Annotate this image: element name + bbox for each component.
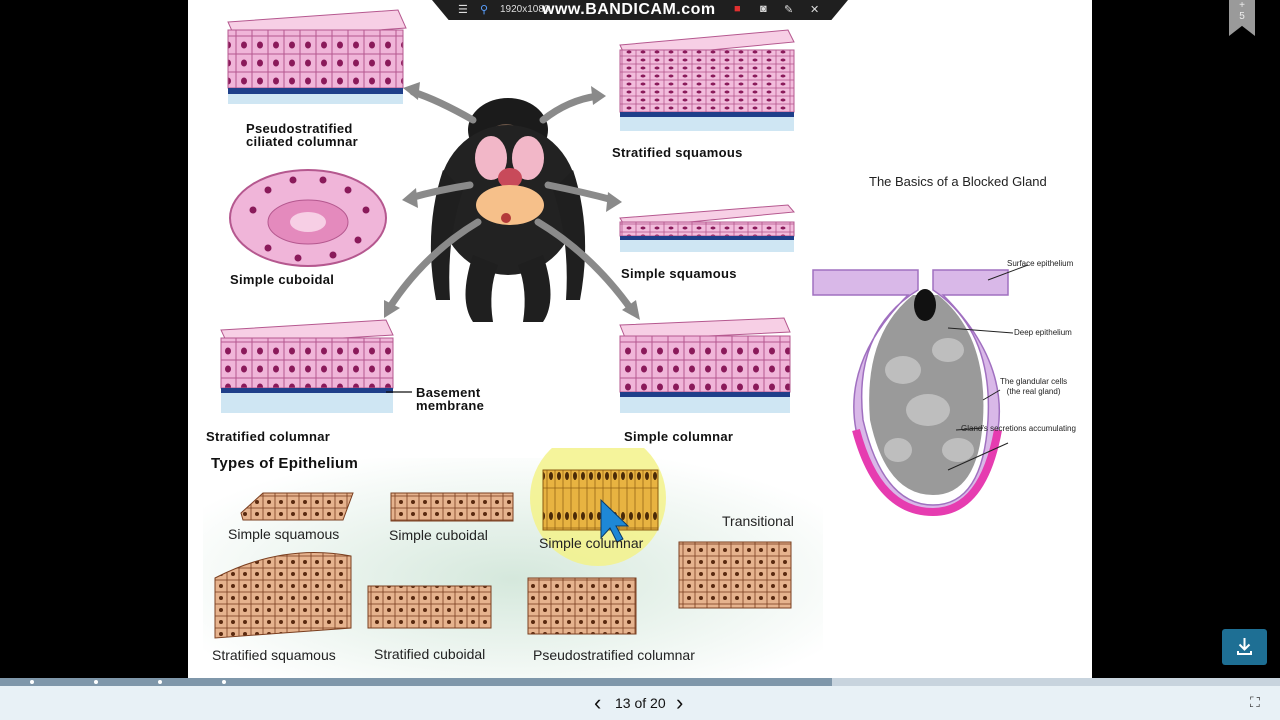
camera-icon[interactable]: ◙ <box>760 3 767 15</box>
label-simple-squamous: Simple squamous <box>621 267 737 280</box>
bandicam-watermark: www.BANDICAM.com <box>542 1 716 19</box>
label-type-pseudostratified-columnar: Pseudostratified columnar <box>533 647 695 663</box>
page-navigator: ‹ 13 of 20 › <box>590 694 690 714</box>
chimpanzee-illustration <box>431 98 585 322</box>
bookmark-plus-icon: + <box>1229 0 1255 11</box>
viewer-bottom-bar: ‹ 13 of 20 › ⛶ <box>0 686 1280 720</box>
block-simple-columnar <box>620 318 790 413</box>
slide-progress-bar[interactable] <box>0 678 1280 686</box>
label-stratified-squamous: Stratified squamous <box>612 146 743 159</box>
label-stratified-columnar: Stratified columnar <box>206 430 330 443</box>
block-pseudostratified <box>228 10 406 104</box>
label-type-stratified-squamous: Stratified squamous <box>212 647 336 663</box>
progress-marker[interactable] <box>30 680 34 684</box>
close-icon[interactable]: ✕ <box>810 3 819 16</box>
gland-label-surface: Surface epithelium <box>1007 259 1073 269</box>
label-type-stratified-cuboidal: Stratified cuboidal <box>374 646 485 662</box>
record-icon[interactable]: ■ <box>734 3 741 15</box>
gland-label-cells-line2: (the real gland) <box>1000 387 1067 397</box>
download-button[interactable] <box>1222 629 1267 665</box>
next-page-button[interactable]: › <box>676 694 683 712</box>
block-simple-cuboidal <box>230 170 386 266</box>
block-simple-squamous <box>620 205 794 252</box>
bookmark-ribbon[interactable]: + 5 <box>1229 0 1255 36</box>
label-simple-cuboidal: Simple cuboidal <box>230 273 334 286</box>
gland-label-cells-line1: The glandular cells <box>1000 377 1067 387</box>
bandicam-toolbar: ☰ ⚲ 1920x1080 www.BANDICAM.com ■ ◙ ✎ ✕ <box>432 0 848 20</box>
label-pseudostratified: Pseudostratified ciliated columnar <box>246 122 358 148</box>
pin-icon[interactable]: ⚲ <box>480 3 488 16</box>
label-type-simple-cuboidal: Simple cuboidal <box>389 527 488 543</box>
gland-label-cells: The glandular cells (the real gland) <box>1000 377 1067 397</box>
block-stratified-squamous <box>620 30 794 131</box>
bookmark-count: 5 <box>1229 11 1255 22</box>
progress-marker[interactable] <box>158 680 162 684</box>
progress-marker[interactable] <box>94 680 98 684</box>
gland-label-deep: Deep epithelium <box>1014 328 1072 338</box>
download-icon <box>1222 629 1267 665</box>
blocked-gland-diagram <box>808 250 1092 550</box>
label-type-simple-columnar: Simple columnar <box>539 535 643 551</box>
label-simple-columnar: Simple columnar <box>624 430 733 443</box>
types-title: Types of Epithelium <box>211 456 358 471</box>
gland-label-secretions: Gland's secretions accumulating <box>961 424 1076 434</box>
progress-marker[interactable] <box>222 680 226 684</box>
slide-progress-fill <box>0 678 832 686</box>
label-pseudo-line2: ciliated columnar <box>246 135 358 148</box>
label-basement-line2: membrane <box>416 399 484 412</box>
label-type-simple-squamous: Simple squamous <box>228 526 339 542</box>
block-stratified-columnar <box>221 320 412 413</box>
exit-fullscreen-icon[interactable]: ⛶ <box>1250 694 1260 711</box>
slide-canvas: Pseudostratified ciliated columnar Strat… <box>188 0 1092 678</box>
gland-title: The Basics of a Blocked Gland <box>869 174 1047 189</box>
pencil-icon[interactable]: ✎ <box>784 3 793 16</box>
page-indicator: 13 of 20 <box>615 695 666 711</box>
menu-icon[interactable]: ☰ <box>458 3 468 16</box>
label-type-transitional: Transitional <box>722 513 794 529</box>
previous-page-button[interactable]: ‹ <box>594 694 601 712</box>
label-basement-membrane: Basement membrane <box>416 386 484 412</box>
types-of-epithelium-figure <box>203 448 823 678</box>
